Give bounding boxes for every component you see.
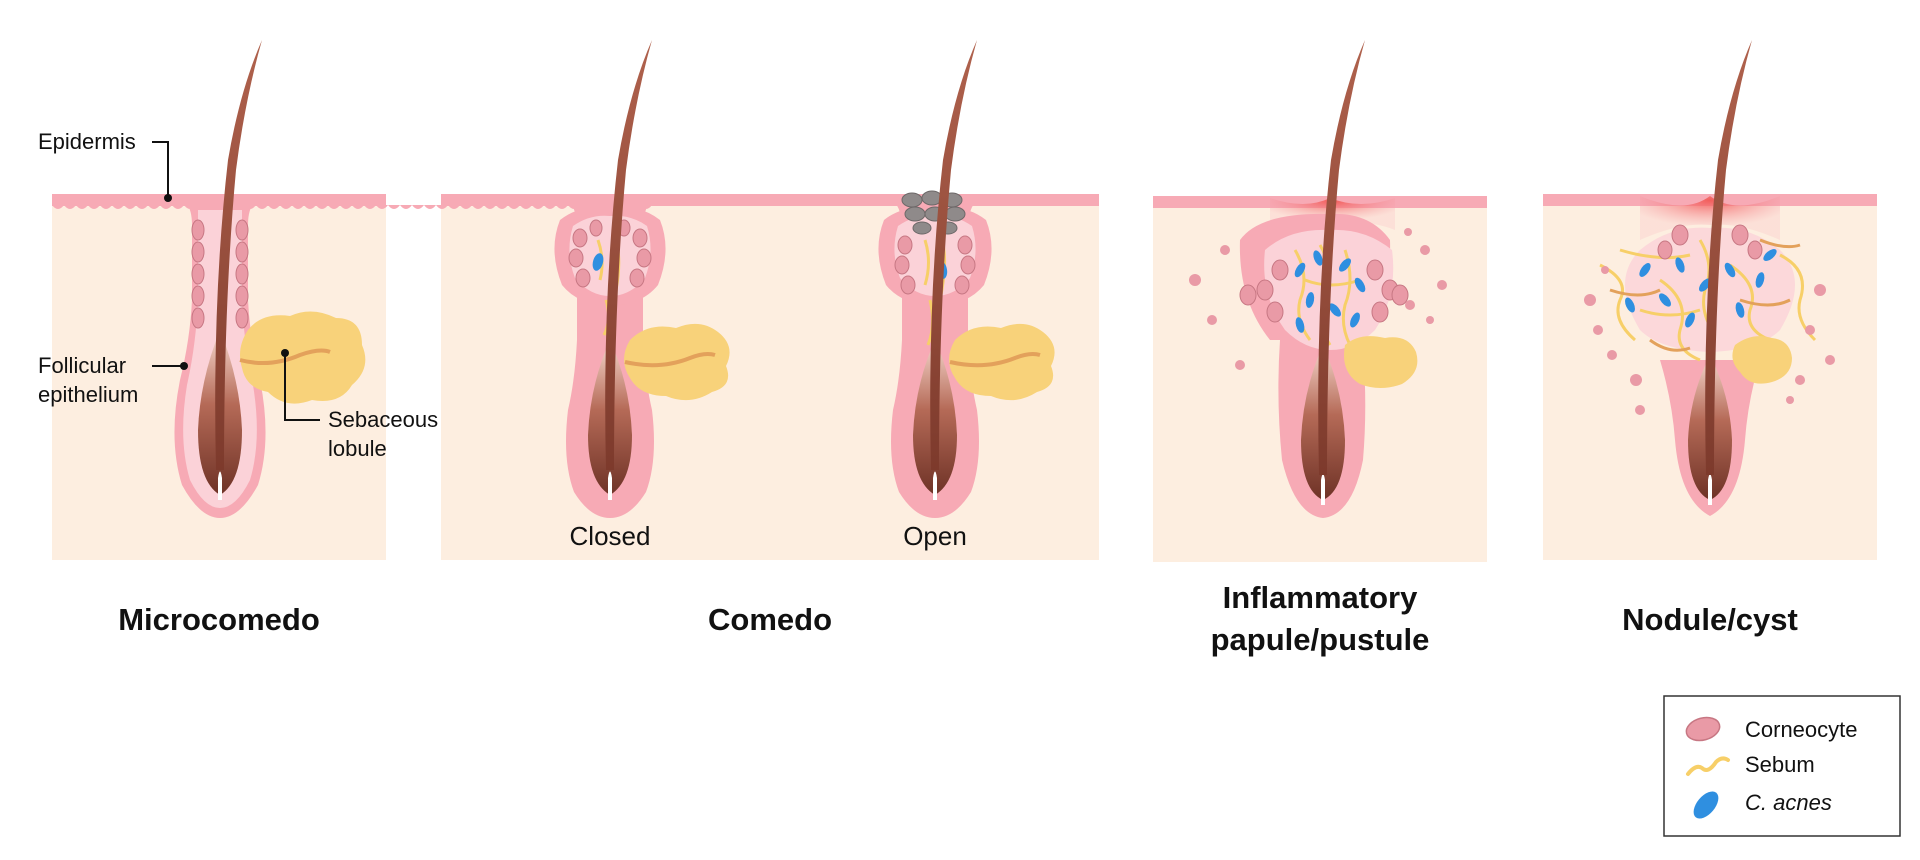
follicular-epithelium-label-line1: Follicular — [38, 353, 126, 378]
legend-label-c-acnes: C. acnes — [1745, 790, 1832, 815]
c-acnes-icon — [1693, 791, 1719, 819]
legend: Corneocyte Sebum C. acnes — [1663, 695, 1901, 837]
legend-label-corneocyte: Corneocyte — [1745, 717, 1858, 742]
comedo-title: Comedo — [708, 602, 832, 637]
legend-item-sebum: Sebum — [1686, 752, 1815, 777]
open-comedo-follicle — [878, 40, 1055, 518]
legend-label-sebum: Sebum — [1745, 752, 1815, 777]
follicular-epithelium-label-line2: epithelium — [38, 382, 138, 407]
inflammatory-follicle — [1189, 40, 1447, 518]
open-comedo-label: Open — [903, 521, 967, 551]
sebum-icon — [1686, 756, 1730, 776]
epidermis-label: Epidermis — [38, 129, 136, 154]
sebaceous-lobule — [240, 311, 366, 404]
sebaceous-pointer-dot — [281, 349, 289, 357]
sebaceous-lobule-label-line2: lobule — [328, 436, 387, 461]
sebaceous-lobule-label-line1: Sebaceous — [328, 407, 438, 432]
microcomedo-title: Microcomedo — [118, 602, 320, 637]
closed-comedo-follicle — [554, 40, 730, 518]
annotation-leaders — [152, 141, 320, 421]
microcomedo-follicle — [170, 40, 366, 518]
epidermis-band — [441, 194, 1099, 206]
legend-item-c-acnes: C. acnes — [1693, 790, 1832, 819]
nodule-follicle — [1584, 40, 1835, 516]
closed-comedo-label: Closed — [570, 521, 651, 551]
epidermis-pointer-dot — [164, 194, 172, 202]
inflammatory-title-line1: Inflammatory — [1223, 580, 1418, 615]
follicular-pointer-dot — [180, 362, 188, 370]
legend-item-corneocyte: Corneocyte — [1685, 716, 1858, 742]
corneocyte-icon — [1685, 716, 1721, 742]
nodule-cyst-title: Nodule/cyst — [1622, 602, 1798, 637]
inflammatory-title-line2: papule/pustule — [1211, 622, 1430, 657]
